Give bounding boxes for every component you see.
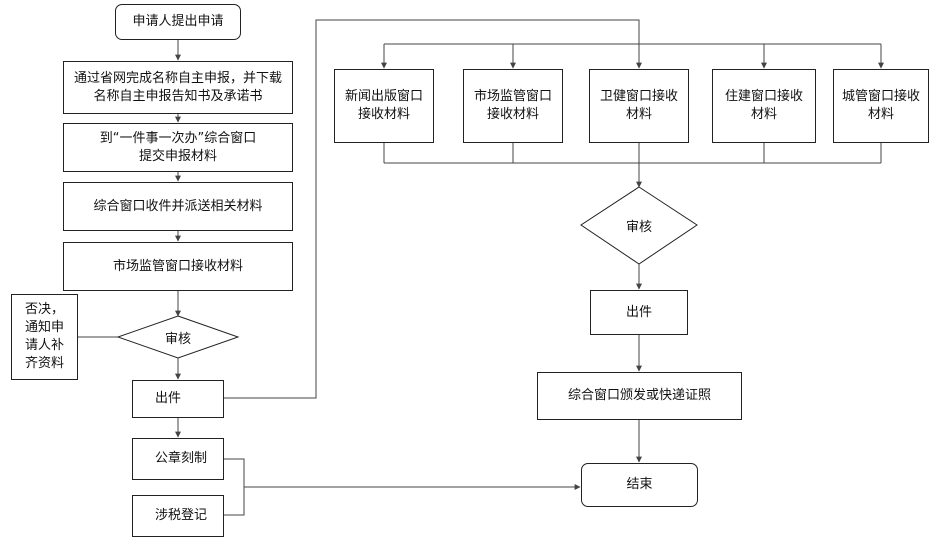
step-name-declaration: 通过省网完成名称自主申报，并下载名称自主申报告知书及承诺书 — [63, 61, 293, 114]
step-receive-dispatch: 综合窗口收件并派送相关材料 — [63, 182, 293, 231]
seal-engraving: 公章刻制 — [132, 438, 224, 480]
tax-registration: 涉税登记 — [132, 495, 224, 537]
window-press-publication: 新闻出版窗口 接收材料 — [334, 69, 434, 143]
step-submit-materials: 到“一件事一次办”综合窗口 提交申报材料 — [63, 123, 293, 172]
step-market-window: 市场监管窗口接收材料 — [63, 242, 293, 291]
window-city-management: 城管窗口接收 材料 — [833, 69, 929, 143]
review-left-label: 审核 — [164, 331, 191, 347]
end-node: 结束 — [581, 463, 698, 507]
reject-note: 否决， 通知申 请人补 齐资料 — [11, 294, 78, 380]
issue-left: 出件 — [132, 380, 224, 418]
window-health: 卫健窗口接收 材料 — [589, 69, 689, 143]
start-node: 申请人提出申请 — [115, 4, 241, 40]
window-market-supervision: 市场监管窗口 接收材料 — [463, 69, 563, 143]
issue-right: 出件 — [590, 290, 688, 335]
connector-seal-tax — [224, 458, 245, 516]
deliver-license: 综合窗口颁发或快递证照 — [537, 372, 742, 420]
review-right-label: 审核 — [625, 219, 652, 235]
window-housing: 住建窗口接收 材料 — [712, 69, 816, 143]
review-left-diamond — [116, 315, 240, 359]
review-right-diamond — [580, 186, 698, 265]
connector-issue-to-windows — [224, 19, 640, 399]
